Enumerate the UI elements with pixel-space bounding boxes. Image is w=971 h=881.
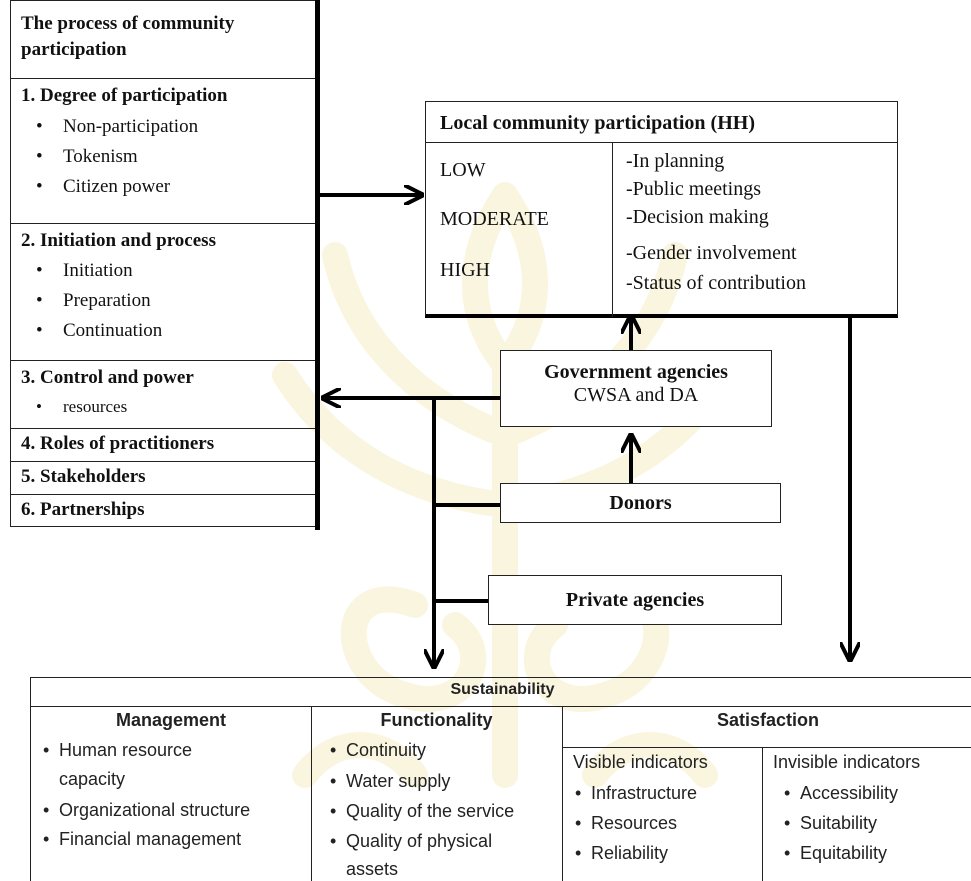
process-section-label: 1. Degree of participation [21, 85, 228, 106]
process-panel-bar [315, 0, 320, 530]
invisible-indicators-title: Invisible indicators [773, 752, 921, 772]
management-item: Human resource [43, 740, 192, 761]
process-section-partnerships: 6. Partnerships [11, 494, 319, 527]
functionality-title: Functionality [380, 710, 493, 730]
process-panel-title: The process of community participation [21, 13, 235, 60]
donors-box: Donors [500, 483, 781, 523]
process-bullet: resources [36, 397, 127, 417]
divider [762, 747, 763, 881]
divider [612, 142, 613, 317]
divider [562, 706, 563, 881]
functionality-item: Continuity [330, 740, 426, 761]
participation-item: -In planning [626, 150, 725, 172]
process-section-initiation: 2. Initiation and process Initiation Pre… [11, 223, 319, 360]
visible-indicator-item: Reliability [575, 843, 668, 864]
process-section-label: 4. Roles of practitioners [21, 433, 215, 454]
management-item: Financial management [43, 829, 241, 850]
invisible-indicator-item: Equitability [784, 843, 887, 864]
government-agencies-box: Government agencies CWSA and DA [500, 350, 772, 427]
functionality-item: Quality of physical [330, 831, 492, 852]
participation-level-low: LOW [440, 159, 486, 181]
process-section-stakeholders: 5. Stakeholders [11, 461, 319, 494]
participation-level-high: HIGH [440, 259, 490, 281]
management-title: Management [115, 710, 227, 730]
satisfaction-title: Satisfaction [716, 710, 820, 730]
process-bullet: Initiation [36, 260, 133, 282]
process-section-label: 5. Stakeholders [21, 466, 146, 487]
government-agencies-subtitle: CWSA and DA [573, 384, 699, 406]
process-panel: The process of community participation 1… [10, 0, 320, 527]
government-agencies-title: Government agencies [544, 361, 728, 383]
process-bullet: Non-participation [36, 116, 198, 138]
divider [426, 142, 897, 143]
process-bullet: Citizen power [36, 176, 170, 198]
invisible-indicator-item: Suitability [784, 813, 877, 834]
process-section-control: 3. Control and power resources [11, 360, 319, 428]
divider [311, 706, 312, 881]
local-participation-box: Local community participation (HH) LOW M… [425, 101, 898, 318]
divider [31, 706, 971, 707]
functionality-item-continued: assets [346, 859, 399, 879]
process-section-label: 3. Control and power [21, 367, 194, 388]
participation-item: -Status of contribution [626, 272, 806, 294]
participation-item: -Gender involvement [626, 242, 797, 264]
process-section-label: 2. Initiation and process [21, 230, 216, 251]
functionality-item: Water supply [330, 771, 450, 792]
participation-item: -Public meetings [626, 178, 761, 200]
visible-indicators-title: Visible indicators [573, 752, 708, 772]
visible-indicator-item: Infrastructure [575, 783, 697, 804]
process-bullet: Tokenism [36, 146, 138, 168]
process-bullet: Continuation [36, 320, 162, 342]
invisible-indicator-item: Accessibility [784, 783, 898, 804]
participation-item: -Decision making [626, 206, 769, 228]
private-agencies-box: Private agencies [488, 575, 782, 625]
participation-level-moderate: MODERATE [440, 208, 549, 230]
management-item: Organizational structure [43, 800, 250, 821]
local-participation-title: Local community participation (HH) [440, 112, 755, 134]
process-section-label: 6. Partnerships [21, 499, 145, 520]
process-section-roles: 4. Roles of practitioners [11, 428, 319, 461]
sustainability-table: Sustainability Management Human resource… [30, 677, 971, 881]
process-section-degree: 1. Degree of participation Non-participa… [11, 78, 319, 223]
divider [562, 747, 971, 748]
functionality-item: Quality of the service [330, 801, 514, 822]
process-bullet: Preparation [36, 290, 150, 312]
sustainability-title: Sustainability [450, 681, 555, 698]
management-item-continued: capacity [59, 769, 126, 789]
visible-indicator-item: Resources [575, 813, 677, 834]
